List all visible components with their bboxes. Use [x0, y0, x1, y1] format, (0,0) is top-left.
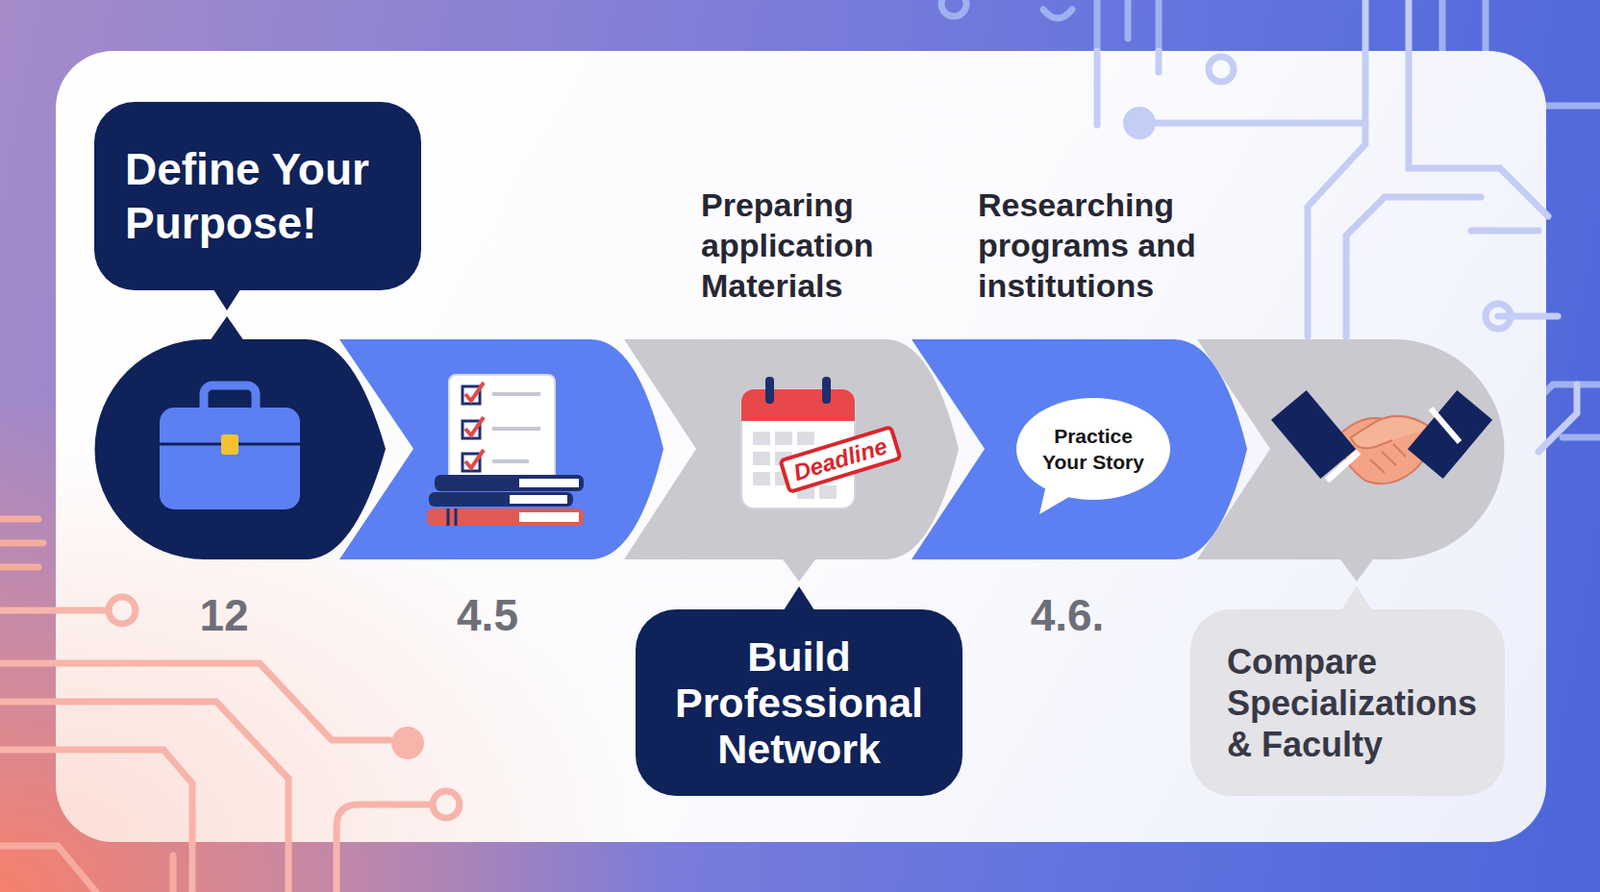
- book-pages: [509, 495, 568, 504]
- calendar-cell: [752, 431, 771, 446]
- calendar-cell: [775, 431, 793, 446]
- trace: [1043, 9, 1073, 19]
- step-chevron: [339, 339, 664, 560]
- trace: [0, 564, 39, 572]
- trace-node: [1123, 106, 1156, 140]
- trace-node: [1485, 303, 1511, 329]
- calendar-ring: [822, 376, 831, 404]
- cuff: [1326, 451, 1359, 481]
- pointer-bump: [209, 316, 245, 342]
- calendar-cell: [797, 431, 815, 446]
- node-text: Build Professional Network: [650, 633, 949, 773]
- book: [426, 508, 584, 526]
- calendar-cell: [752, 472, 771, 486]
- node-text: Compare Specializations & Faculty: [1226, 641, 1496, 766]
- step-number: 12: [166, 588, 282, 643]
- trace: [1307, 0, 1366, 337]
- step-number: 4.6.: [1009, 588, 1125, 643]
- checklist-icon: [426, 375, 584, 526]
- step-chevron: [624, 339, 959, 560]
- bubble-body: [1016, 398, 1171, 500]
- trace: [170, 855, 177, 892]
- bubble-outline: [1016, 398, 1171, 500]
- calendar-ring: [765, 376, 775, 404]
- step-shape: [95, 339, 387, 560]
- trace: [1139, 120, 1366, 127]
- pointer-bump: [779, 555, 819, 582]
- check-mark: [465, 450, 484, 469]
- trace-node: [108, 597, 136, 625]
- callout-box: Define Your Purpose!: [94, 101, 422, 291]
- trace: [0, 750, 193, 892]
- trace: [0, 540, 44, 548]
- briefcase-body: [159, 407, 300, 510]
- book-pages: [519, 512, 579, 523]
- briefcase-clasp: [221, 434, 239, 455]
- calendar-cell: [752, 451, 771, 466]
- book: [428, 492, 574, 507]
- book-band: [454, 508, 458, 526]
- node-text: Practice Your Story: [1033, 423, 1154, 475]
- pink-panel-traces: [0, 597, 460, 892]
- step-number: 4.5: [429, 588, 546, 643]
- pointer-bump: [1337, 555, 1376, 582]
- trace: [0, 516, 39, 524]
- trace-node: [391, 726, 425, 760]
- step-chevron: [911, 339, 1248, 560]
- calendar-cell: [819, 485, 837, 500]
- step-heading: Preparing application Materials: [700, 184, 903, 306]
- callout-box: Build Professional Network: [635, 609, 963, 797]
- trace: [1094, 50, 1101, 125]
- trace: [1471, 227, 1539, 235]
- trace-node: [1208, 56, 1234, 82]
- list-line: [492, 426, 541, 431]
- trace-node: [432, 791, 460, 819]
- trace: [1125, 0, 1132, 39]
- trace-node: [941, 0, 967, 17]
- cuff: [1430, 408, 1460, 443]
- trace: [1562, 434, 1600, 442]
- trace: [0, 607, 109, 615]
- trace: [0, 846, 97, 892]
- trace: [336, 804, 433, 892]
- list-line: [492, 459, 529, 464]
- cuff: [1404, 451, 1437, 481]
- checklist-paper: [449, 375, 555, 483]
- step-chevron: [1197, 339, 1505, 560]
- book: [434, 475, 584, 492]
- speech-bubble: Practice Your Story: [1016, 398, 1171, 500]
- sleeve: [1407, 390, 1493, 479]
- node-text: Define Your Purpose!: [125, 142, 406, 250]
- finger-lines: [1370, 444, 1406, 474]
- trace: [1346, 197, 1481, 337]
- check-mark: [465, 382, 484, 401]
- trace: [0, 701, 289, 892]
- calendar-header: [741, 389, 855, 422]
- trace: [1538, 384, 1577, 452]
- step-heading: Researching programs and institutions: [977, 184, 1219, 306]
- trace: [1155, 50, 1163, 73]
- callout-box: Compare Specializations & Faculty: [1190, 609, 1505, 797]
- book-pages: [519, 478, 579, 488]
- trace: [1408, 0, 1549, 217]
- handshake-icon: [1271, 390, 1493, 484]
- check-mark: [465, 417, 484, 436]
- list-line: [492, 392, 541, 397]
- briefcase-icon: [159, 385, 300, 510]
- book-band: [447, 508, 450, 526]
- sleeve-gap: [1342, 394, 1380, 436]
